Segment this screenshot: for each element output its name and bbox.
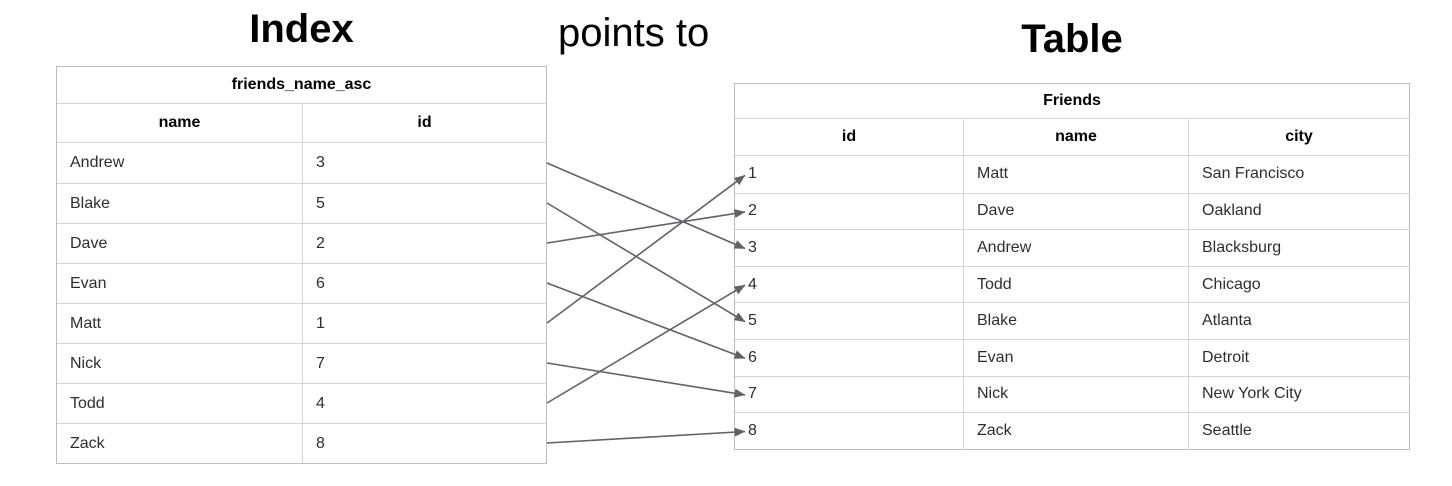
friends_table-cell-city: Chicago (1188, 266, 1409, 303)
friends_table-cell-name: Evan (963, 339, 1188, 376)
friends-table-name: Friends (1043, 92, 1101, 109)
friends_table-cell-id: 7 (748, 385, 757, 403)
index_table-cell-name: Todd (70, 394, 105, 412)
friends_table-cell-id: 3 (748, 238, 757, 256)
index_table-row-6: Todd 4 (57, 383, 546, 423)
friends_table-cell-name: Zack (963, 413, 1188, 449)
index_table-column-header-id: id (302, 104, 546, 142)
index_table-cell-name: Blake (70, 194, 111, 212)
index-table-name: friends_name_asc (231, 76, 372, 93)
index_table-row-7: Zack 8 (57, 423, 546, 463)
friends_table-column-header-name: name (963, 119, 1188, 155)
friends_table-cell-name: Andrew (963, 230, 1188, 266)
index_table-cell-name: Nick (70, 354, 102, 372)
friends_table-cell-city: New York City (1188, 376, 1409, 413)
index_table-row-4: Matt 1 (57, 303, 546, 343)
friends_table-column-header-id: id (841, 128, 857, 145)
index-title: Index (249, 7, 354, 51)
index_table-cell-name: Matt (70, 314, 102, 332)
index_table-column-header-name: name (158, 114, 201, 131)
friends_table-cell-city: Blacksburg (1188, 230, 1409, 266)
index_table-cell-name: Zack (70, 434, 105, 452)
friends_table-cell-name: Nick (963, 376, 1188, 413)
friends_table-cell-city: Atlanta (1188, 303, 1409, 339)
friends_table-cell-id: 4 (748, 275, 757, 293)
pointer-arrow-Nick-to-id-7 (546, 362, 746, 398)
friends_table-cell-id: 6 (748, 348, 757, 366)
friends_table-cell-id: 8 (748, 421, 757, 439)
index_table-cell-id: 4 (302, 384, 546, 423)
pointer-arrow-Matt-to-id-1 (546, 174, 746, 324)
friends_table-cell-name: Blake (963, 303, 1188, 339)
friends_table-cell-name: Todd (963, 266, 1188, 303)
table-title: Table (1021, 17, 1123, 61)
index_table-cell-name: Andrew (70, 154, 125, 171)
index_table-cell-id: 3 (302, 143, 546, 183)
friends_table-cell-city: Oakland (1188, 193, 1409, 230)
index-table-column-headers: name id (57, 103, 546, 143)
index_table-row-0: Andrew 3 (57, 143, 546, 183)
index_table-row-2: Dave 2 (57, 223, 546, 263)
index_table-row-5: Nick 7 (57, 343, 546, 383)
index_table-cell-name: Evan (70, 274, 107, 292)
index_table-cell-id: 6 (302, 264, 546, 303)
pointer-arrow-Zack-to-id-8 (546, 427, 746, 444)
index_table-row-1: Blake 5 (57, 183, 546, 223)
friends_table-cell-id: 1 (748, 165, 757, 183)
points-to-label: points to (558, 11, 710, 55)
index_table-cell-id: 1 (302, 304, 546, 343)
friends_table-cell-city: Detroit (1188, 339, 1409, 376)
friends_table-cell-city: San Francisco (1188, 156, 1409, 193)
pointer-arrow-Andrew-to-id-3 (546, 162, 746, 250)
index_table-cell-id: 5 (302, 184, 546, 223)
index_table-cell-name: Dave (70, 234, 108, 252)
friends_table-cell-name: Dave (963, 193, 1188, 230)
pointer-arrow-Evan-to-id-6 (546, 282, 746, 360)
index_table-cell-id: 7 (302, 344, 546, 383)
friends_table-cell-city: Seattle (1188, 413, 1409, 449)
pointer-arrow-Todd-to-id-4 (546, 284, 746, 404)
index_table-row-3: Evan 6 (57, 263, 546, 303)
friends_table-cell-id: 5 (748, 312, 757, 330)
index_table-cell-id: 8 (302, 424, 546, 463)
friends_table-cell-id: 2 (748, 202, 757, 220)
index_table-cell-id: 2 (302, 224, 546, 263)
pointer-arrow-Blake-to-id-5 (546, 202, 746, 323)
pointer-arrow-Dave-to-id-2 (546, 209, 746, 244)
friends_table-column-header-city: city (1188, 119, 1409, 155)
friends_table-cell-name: Matt (963, 156, 1188, 193)
